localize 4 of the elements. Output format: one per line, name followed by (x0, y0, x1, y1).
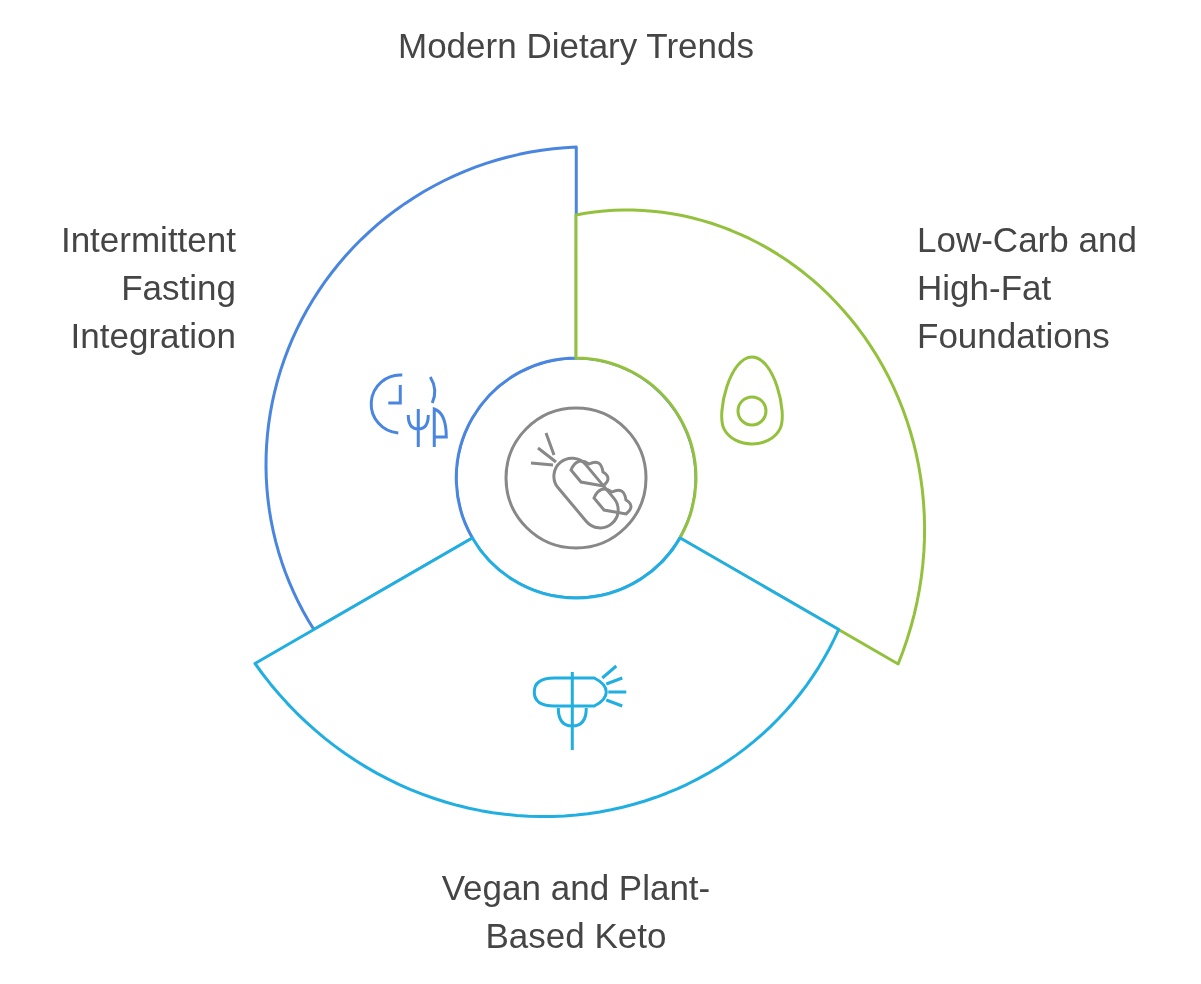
segment-label: Vegan and Plant-Based Keto (440, 867, 712, 957)
segment-label: Low-Carb and High-Fat Foundations (917, 219, 1138, 357)
diagram-title: Modern Dietary Trends (397, 25, 755, 67)
segment-label: Intermittent Fasting Integration (59, 219, 236, 357)
